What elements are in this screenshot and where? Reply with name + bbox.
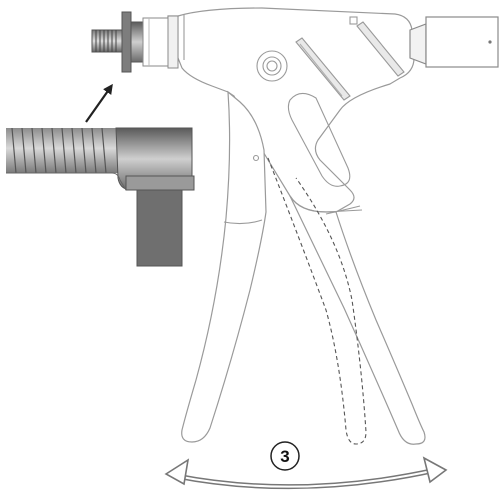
pointer-arrow [85,83,113,123]
handle-details [223,154,361,225]
pressure-gauge [409,16,499,68]
step-number: 3 [280,447,289,466]
threaded-fitting [91,11,179,73]
lever-handle [181,90,426,445]
thread-detail-inset [6,127,195,267]
step-number-badge: 3 [270,441,300,471]
dashed-lever-position [267,157,367,445]
swing-arrow [164,456,448,490]
